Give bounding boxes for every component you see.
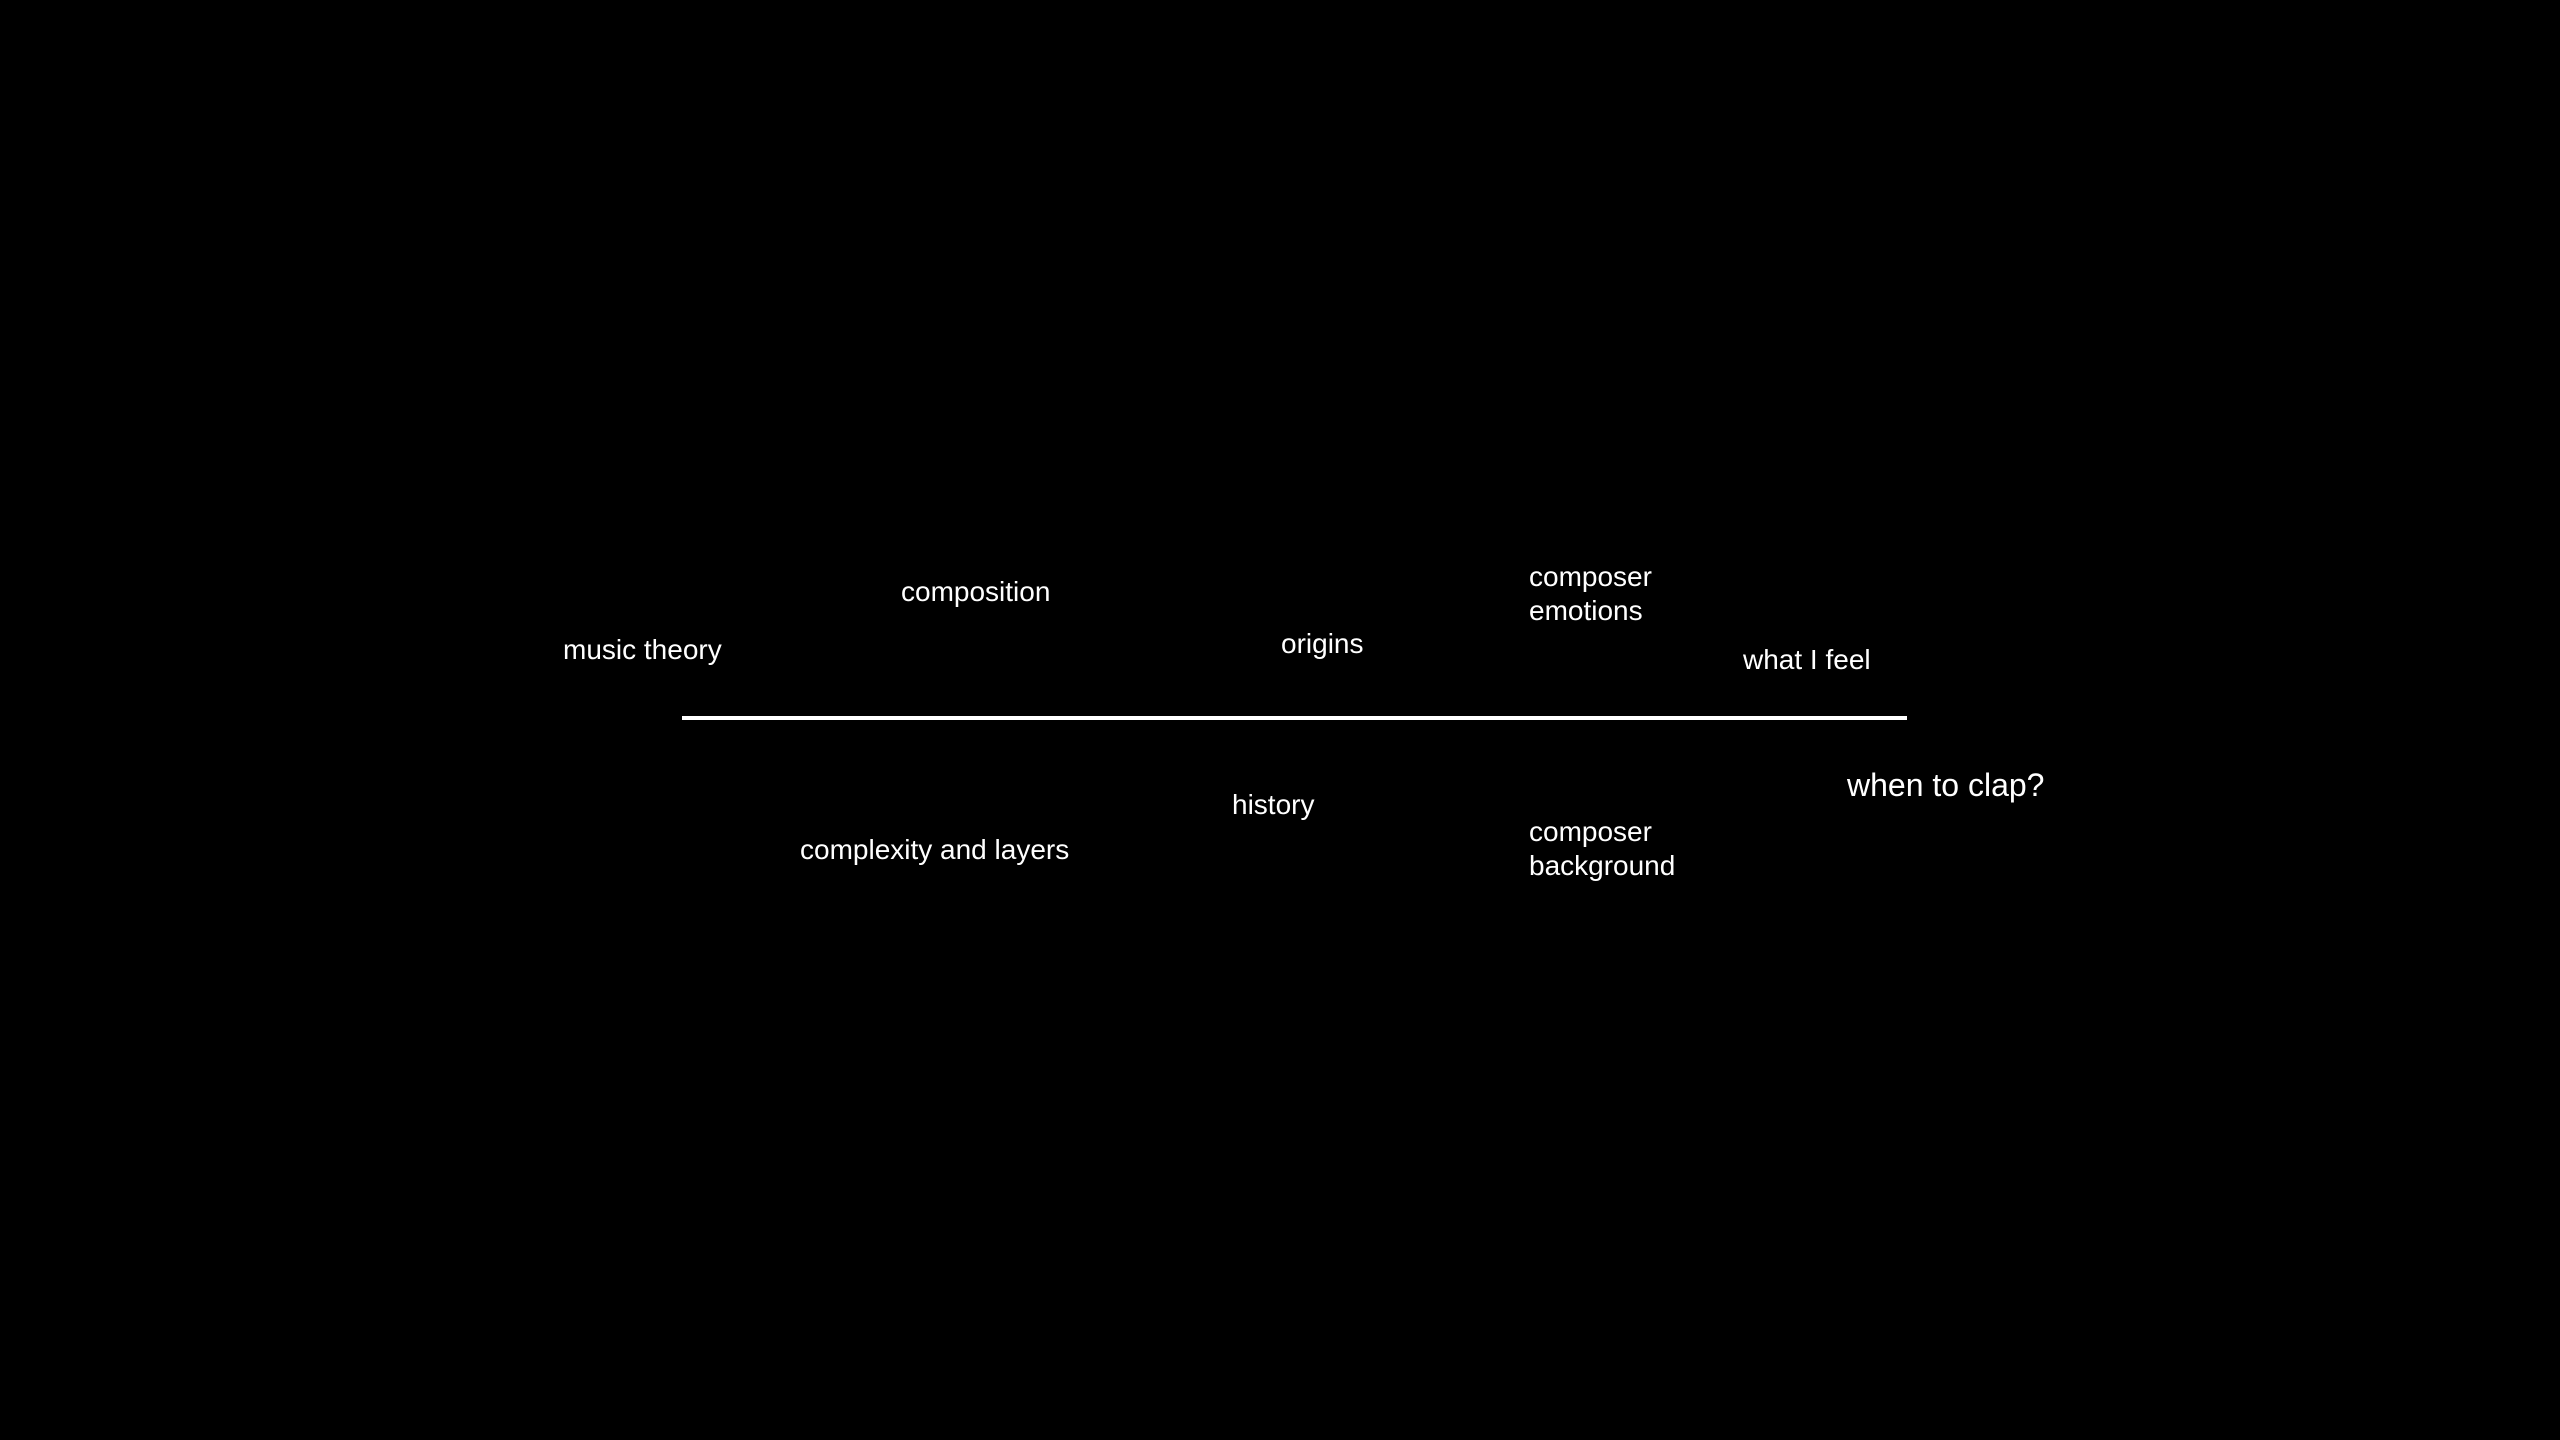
label-what-i-feel: what I feel [1743,644,1871,675]
label-complexity-and-layers: complexity and layers [800,834,1070,865]
label-line: composer [1529,561,1652,592]
label-history: history [1232,789,1315,820]
label-line: background [1529,850,1676,881]
label-line: emotions [1529,595,1643,626]
label-composition: composition [901,576,1051,607]
label-origins: origins [1281,628,1364,659]
label-composer-emotions: composer emotions [1529,560,1652,628]
label-composer-background: composer background [1529,815,1675,883]
label-line: composer [1529,816,1652,847]
spectrum-line [682,716,1907,720]
label-music-theory: music theory [563,634,722,665]
label-when-to-clap: when to clap? [1847,767,2045,803]
